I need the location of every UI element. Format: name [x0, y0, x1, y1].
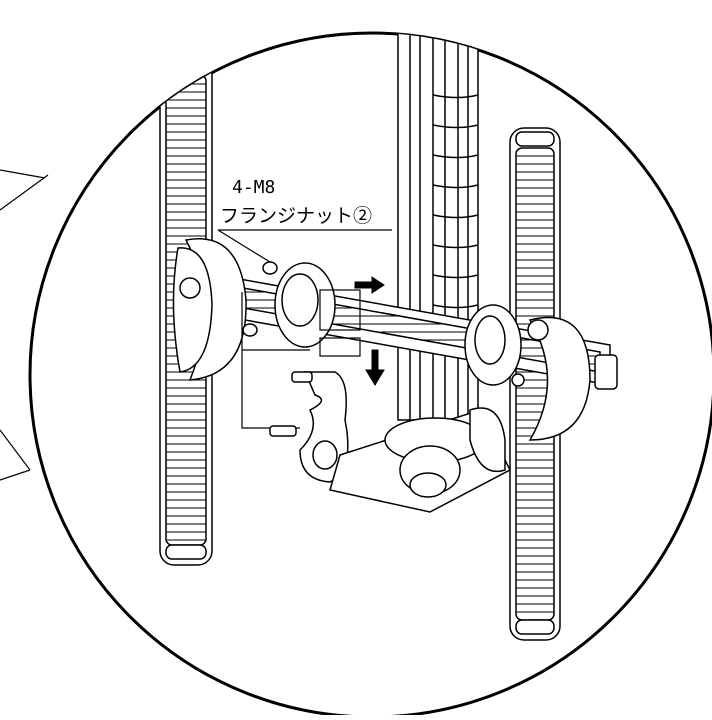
part-count-label: 4-M8: [232, 177, 275, 198]
right-collar: [464, 304, 525, 387]
leader-lines-outside: [0, 169, 49, 481]
left-clamp: [172, 238, 247, 381]
base-mount: [329, 407, 511, 513]
right-vertical-handle: [509, 127, 561, 641]
direction-arrows: [354, 276, 385, 386]
part-name-label: フランジナット②: [220, 205, 372, 227]
hook-bracket: [269, 371, 349, 483]
right-clamp: [527, 316, 591, 441]
label-leader: [217, 229, 392, 263]
